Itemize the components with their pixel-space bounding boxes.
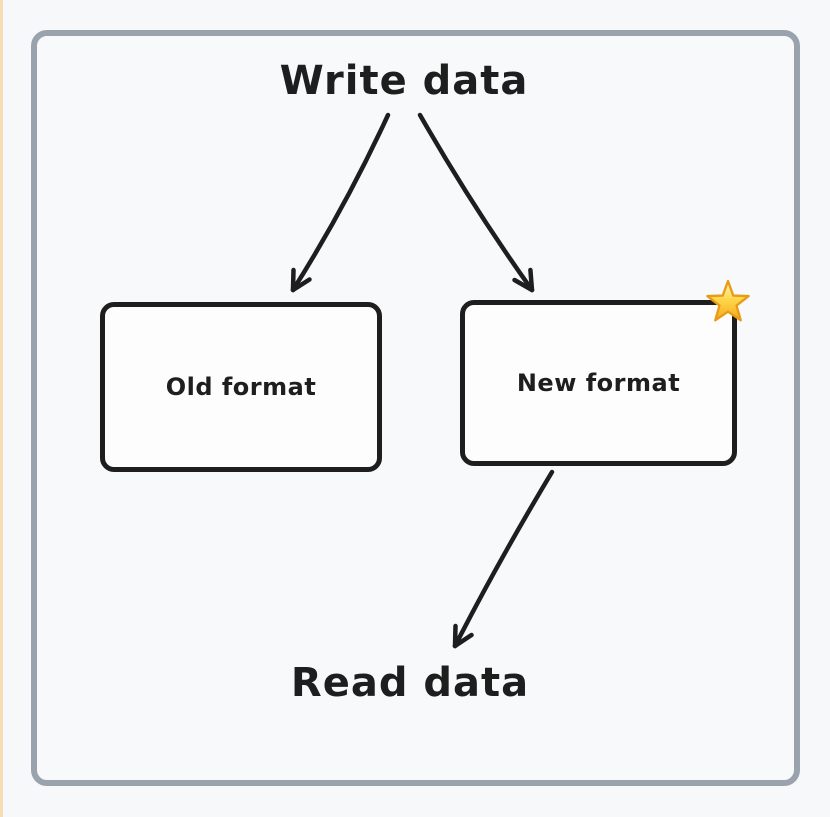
node-new-format: New format (460, 300, 737, 466)
node-old-format: Old format (100, 302, 382, 472)
star-icon (706, 279, 750, 322)
node-new-format-label: New format (516, 369, 681, 397)
node-old-format-label: Old format (165, 373, 317, 401)
read-data-label: Read data (290, 660, 530, 706)
screen-edge-stripe (0, 0, 3, 817)
write-data-label: Write data (279, 58, 529, 104)
